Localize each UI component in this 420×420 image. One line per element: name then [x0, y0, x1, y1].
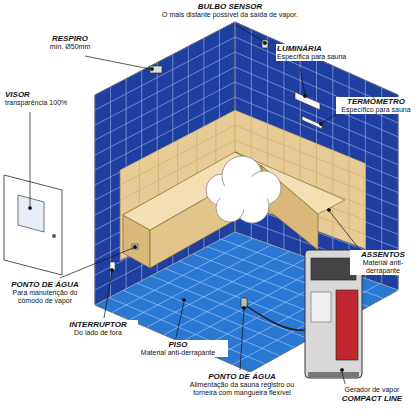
tile-line	[137, 283, 294, 347]
vent	[150, 66, 162, 73]
callout-note: Específico para sauna	[336, 106, 416, 114]
leader-lines	[28, 25, 360, 384]
callout-note: Alimentação da sauna registro ou torneir…	[180, 381, 304, 397]
tile-line	[235, 22, 398, 95]
callout-heading: INTERRUPTOR	[58, 320, 138, 329]
tile-line	[147, 251, 290, 327]
steam-cloud	[206, 156, 281, 223]
tap	[241, 298, 247, 307]
tile-line	[95, 22, 235, 95]
callout-heading: COMPACT LINE	[328, 394, 416, 403]
tile-line	[95, 37, 235, 110]
callout-note: transparência 100%	[4, 99, 84, 107]
callout-heading: LUMINÁRIA	[276, 44, 366, 53]
callout-heading: TERMÔMETRO	[336, 97, 416, 106]
callout-note: mín. Ø50mm	[40, 43, 100, 51]
door-handle	[52, 234, 56, 238]
tile-line	[95, 305, 250, 372]
thermometer	[302, 116, 322, 129]
tile-line	[181, 264, 325, 342]
callout-heading: BULBO SENSOR	[130, 2, 330, 11]
tile-line	[164, 258, 308, 335]
tile-line	[151, 276, 309, 339]
hose	[245, 305, 305, 330]
tile-grid	[95, 22, 398, 372]
luminaire	[295, 92, 320, 110]
callout-note: Específica para sauna	[276, 53, 366, 61]
callout-note: Para manutenção do cômodo de vapor	[4, 289, 86, 305]
door-visor	[18, 195, 44, 232]
callout-note: Do lado de fora	[58, 329, 138, 337]
tile-line	[235, 110, 365, 163]
tile-line	[95, 52, 235, 125]
callout-note: O mais distante possível da saída de vap…	[130, 11, 330, 19]
door	[4, 175, 62, 275]
tile-line	[123, 290, 280, 355]
callout-heading: VISOR	[4, 90, 84, 99]
callout-heading: PISO	[128, 340, 228, 349]
callout-note: Material anti-derrapante	[350, 259, 416, 275]
callout-heading: PONTO DE ÁGUA	[180, 372, 304, 381]
callout-heading: ASSENTOS	[350, 250, 416, 259]
callout-heading: RESPIRO	[40, 34, 100, 43]
callout-heading: PONTO DE ÁGUA	[4, 280, 86, 289]
callout-note: Material anti-derrapante	[128, 349, 228, 357]
callout-note: Gerador de vapor	[328, 386, 416, 394]
tile-line	[120, 110, 235, 170]
